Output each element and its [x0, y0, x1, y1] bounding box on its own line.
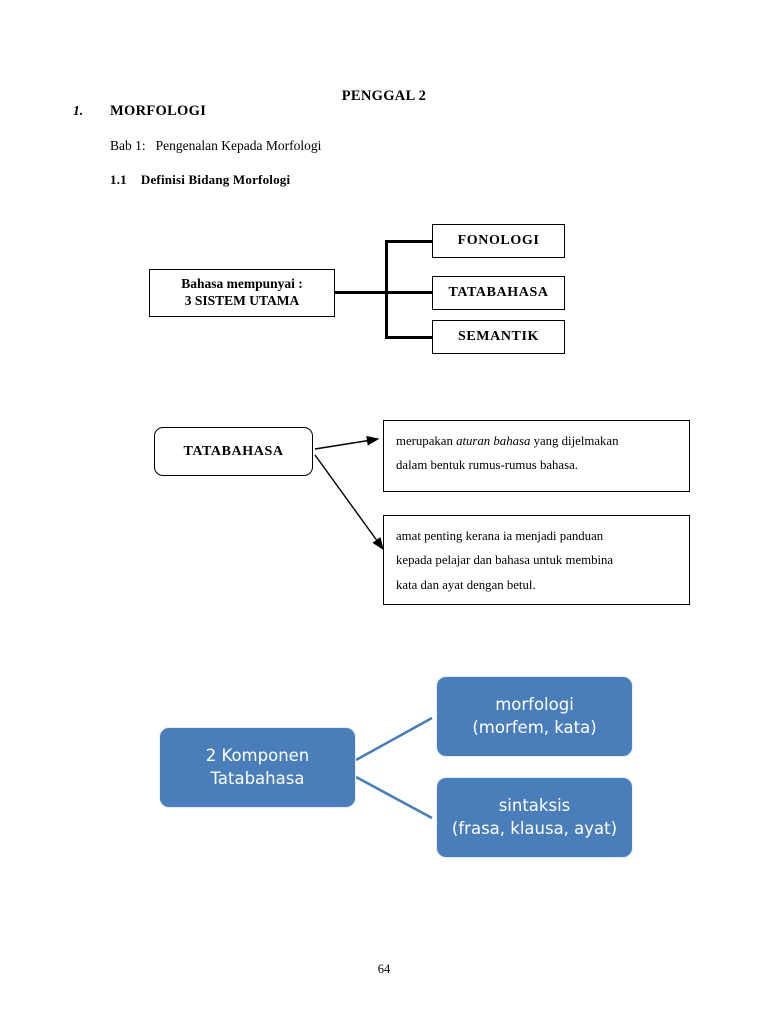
diagram-box-morfologi: morfologi (morfem, kata) [436, 676, 633, 757]
section-number: 1. [73, 103, 84, 118]
connector-branch-fonologi [385, 240, 433, 243]
diagram-box-semantik: SEMANTIK [432, 320, 565, 354]
diagram-box-tatabahasa: TATABAHASA [432, 276, 565, 310]
definition-box-2: amat penting kerana ia menjadi panduan k… [383, 515, 690, 605]
page-title: MORFOLOGI [110, 103, 207, 119]
definition-2-line2: kepada pelajar dan bahasa untuk membina [396, 553, 614, 568]
morfologi-line-1: morfologi [495, 695, 574, 715]
page-header-title: PENGGAL 2 [341, 88, 427, 104]
definition-1-part2: yang dijelmakan [530, 434, 619, 448]
sintaksis-line-2: (frasa, klausa, ayat) [451, 818, 618, 838]
definition-1-part1: merupakan [396, 434, 457, 448]
subsection-line: 1.1 Definisi Bidang Morfologi [110, 172, 290, 188]
chapter-title: Pengenalan Kepada Morfologi [155, 138, 322, 153]
connector-branch-semantik [385, 336, 433, 339]
diagram-box-fonologi: FONOLOGI [432, 224, 565, 258]
komponen-line-1: 2 Komponen [205, 746, 310, 766]
connector-branch-tatabahasa [385, 291, 433, 294]
sintaksis-line-1: sintaksis [498, 796, 571, 816]
bahasa-line-1: Bahasa mempunyai : [181, 276, 303, 292]
page-number: 64 [377, 962, 391, 976]
bahasa-line-2: 3 SISTEM UTAMA [184, 293, 300, 308]
chapter-line: Bab 1: Pengenalan Kepada Morfologi [110, 138, 321, 154]
connector-bahasa-trunk [335, 291, 387, 294]
morfologi-line-2: (morfem, kata) [472, 717, 597, 737]
connector-vertical-bar [385, 240, 388, 338]
definition-1-emphasis: aturan bahasa [456, 434, 531, 448]
definition-1-line2: dalam bentuk rumus-rumus bahasa. [396, 458, 578, 473]
diagram-box-komponen: 2 Komponen Tatabahasa [159, 727, 356, 808]
definition-2-line1: amat penting kerana ia menjadi panduan [396, 529, 604, 543]
diagram-box-sintaksis: sintaksis (frasa, klausa, ayat) [436, 777, 633, 858]
diagram-box-bahasa: Bahasa mempunyai : 3 SISTEM UTAMA [149, 269, 335, 317]
chapter-label: Bab 1: [110, 138, 146, 153]
subsection-title: Definisi Bidang Morfologi [140, 172, 291, 187]
diagram-box-tatabahasa-source: TATABAHASA [154, 427, 313, 476]
subsection-number: 1.1 [110, 172, 127, 187]
definition-box-1: merupakan aturan bahasa yang dijelmakan … [383, 420, 690, 492]
komponen-line-2: Tatabahasa [210, 768, 305, 788]
definition-2-line3: kata dan ayat dengan betul. [396, 577, 536, 592]
